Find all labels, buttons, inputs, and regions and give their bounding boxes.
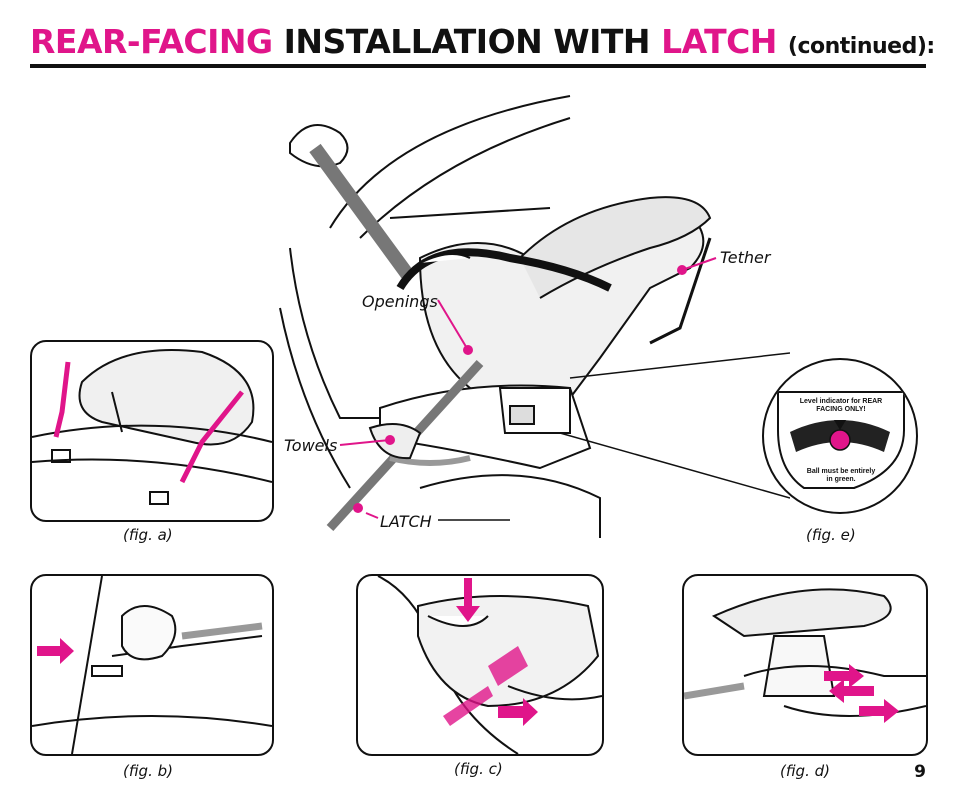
latch-label: LATCH xyxy=(380,512,432,531)
fig-b-drawing xyxy=(32,576,272,754)
title-latch: LATCH xyxy=(661,22,777,61)
level-indicator-drawing xyxy=(764,360,916,512)
latch-dot xyxy=(353,503,363,513)
ball-green-text: Ball must be entirely in green. xyxy=(804,468,878,484)
fig-a-panel xyxy=(30,340,274,522)
page-number: 9 xyxy=(914,762,926,782)
fig-a-caption: (fig. a) xyxy=(123,526,173,544)
title-installation-with: INSTALLATION WITH xyxy=(284,22,650,61)
fig-d-caption: (fig. d) xyxy=(780,762,830,780)
fig-b-caption: (fig. b) xyxy=(123,762,173,780)
towels-label: Towels xyxy=(284,436,337,455)
page-title: REAR-FACING INSTALLATION WITH LATCH (con… xyxy=(30,22,935,61)
fig-b-arrow xyxy=(37,638,74,664)
car-seat-drawing xyxy=(270,88,790,538)
fig-d-arrow-right-2 xyxy=(859,699,899,723)
fig-c-caption: (fig. c) xyxy=(454,760,503,778)
fig-d-drawing xyxy=(684,576,926,754)
fig-c-drawing xyxy=(358,576,602,754)
fig-c-panel xyxy=(356,574,604,756)
title-continued: (continued): xyxy=(788,34,935,59)
fig-d-panel xyxy=(682,574,928,756)
tether-label: Tether xyxy=(720,248,770,267)
main-car-seat-illustration xyxy=(270,88,790,538)
fig-b-panel xyxy=(30,574,274,756)
fig-a-drawing xyxy=(32,342,272,520)
title-rule xyxy=(30,64,926,68)
fig-e-level-indicator: Level indicator for REAR FACING ONLY! Ba… xyxy=(762,358,918,514)
openings-label: Openings xyxy=(362,292,438,311)
level-indicator-text: Level indicator for REAR FACING ONLY! xyxy=(786,398,896,414)
title-rear-facing: REAR-FACING xyxy=(30,22,273,61)
fig-e-caption: (fig. e) xyxy=(806,526,856,544)
